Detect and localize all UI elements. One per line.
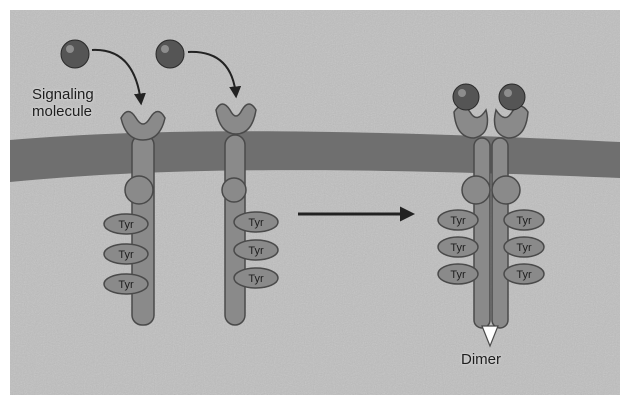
tyr-label: Tyr — [516, 215, 532, 227]
signaling-molecule-left-icon — [61, 40, 89, 68]
bound-ligand-right-icon — [499, 84, 525, 110]
signaling-molecule-label-line2: molecule — [32, 103, 94, 120]
tyr-label: Tyr — [450, 242, 466, 254]
tyr-label: Tyr — [248, 273, 264, 285]
tyr-label: Tyr — [516, 242, 532, 254]
tyr-label: Tyr — [118, 249, 134, 261]
tyr-label: Tyr — [450, 215, 466, 227]
signaling-molecule-label: Signaling molecule — [32, 86, 94, 120]
tyr-label: Tyr — [118, 279, 134, 291]
signaling-molecule-label-line1: Signaling — [32, 86, 94, 103]
tyr-label: Tyr — [248, 217, 264, 229]
bound-ligand-left-icon — [453, 84, 479, 110]
background-texture — [10, 10, 620, 395]
tyr-label: Tyr — [248, 245, 264, 257]
signaling-molecule-right-icon — [156, 40, 184, 68]
tyr-label: Tyr — [450, 269, 466, 281]
dimer-label: Dimer — [461, 351, 501, 368]
tyr-label: Tyr — [118, 219, 134, 231]
tyr-label: Tyr — [516, 269, 532, 281]
